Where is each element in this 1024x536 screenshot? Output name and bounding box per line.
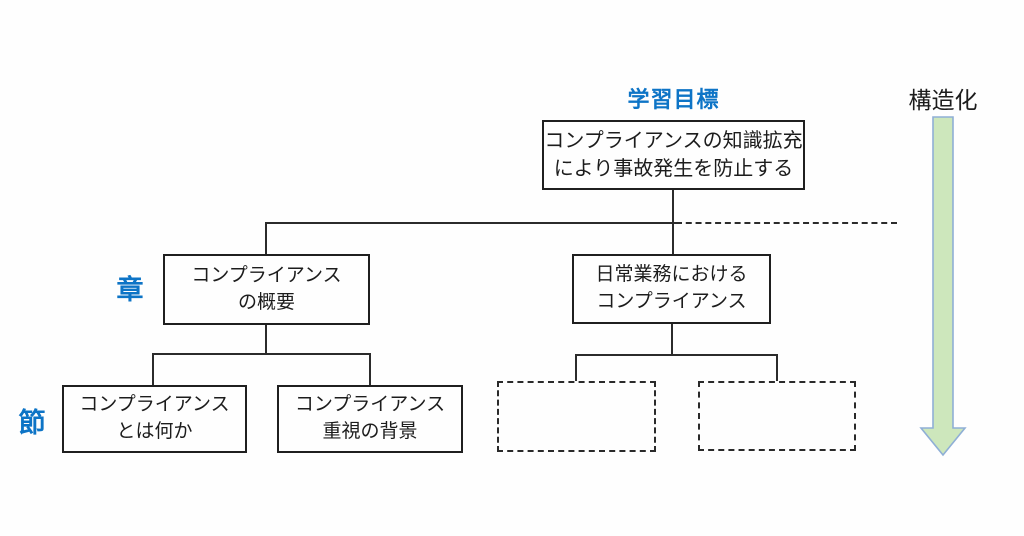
section-row-label: 節: [18, 408, 46, 438]
chapter-box-daily-work-line2: コンプライアンス: [596, 291, 747, 312]
connector-main-horizontal: [266, 222, 676, 224]
chapter-box-overview-line2: の概要: [237, 291, 295, 313]
chapter-row-label: 章: [116, 275, 144, 305]
structuring-arrow-icon: [919, 116, 967, 457]
section-box-background-line1: コンプライアンス: [294, 394, 446, 416]
placeholder-box-2: [698, 381, 856, 451]
connector-sections-left-horizontal: [152, 353, 371, 355]
chapter-box-overview-line1: コンプライアンス: [191, 264, 342, 286]
goal-box: コンプライアンスの知識拡充 により事故発生を防止する: [542, 120, 805, 190]
connector-chapter1-up: [265, 222, 267, 254]
learning-goal-label: 学習目標: [627, 87, 720, 112]
section-box-what-is: コンプライアンス とは何か: [62, 385, 247, 453]
placeholder-box-1: [497, 381, 656, 452]
connector-section1-vertical: [152, 353, 154, 385]
goal-box-line1: コンプライアンスの知識拡充: [544, 129, 803, 152]
connector-main-horizontal-dashed: [676, 222, 897, 224]
section-box-what-is-line1: コンプライアンス: [79, 394, 230, 416]
chapter-box-daily-work-line1: 日常業務における: [595, 264, 748, 286]
connector-placeholder2-vertical: [776, 354, 778, 381]
structuring-label: 構造化: [908, 87, 978, 113]
section-box-what-is-line2: とは何か: [116, 421, 193, 442]
goal-box-line2: により事故発生を防止する: [553, 158, 794, 180]
section-box-background: コンプライアンス 重視の背景: [277, 385, 463, 453]
section-box-background-line2: 重視の背景: [322, 421, 418, 442]
connector-sections-right-horizontal: [575, 354, 778, 356]
connector-chapter1-down: [265, 325, 267, 353]
chapter-box-overview: コンプライアンス の概要: [163, 254, 370, 325]
connector-section2-vertical: [369, 353, 371, 385]
connector-chapter2-down: [671, 324, 673, 354]
chapter-box-daily-work: 日常業務における コンプライアンス: [572, 254, 771, 324]
connector-placeholder1-vertical: [575, 354, 577, 381]
